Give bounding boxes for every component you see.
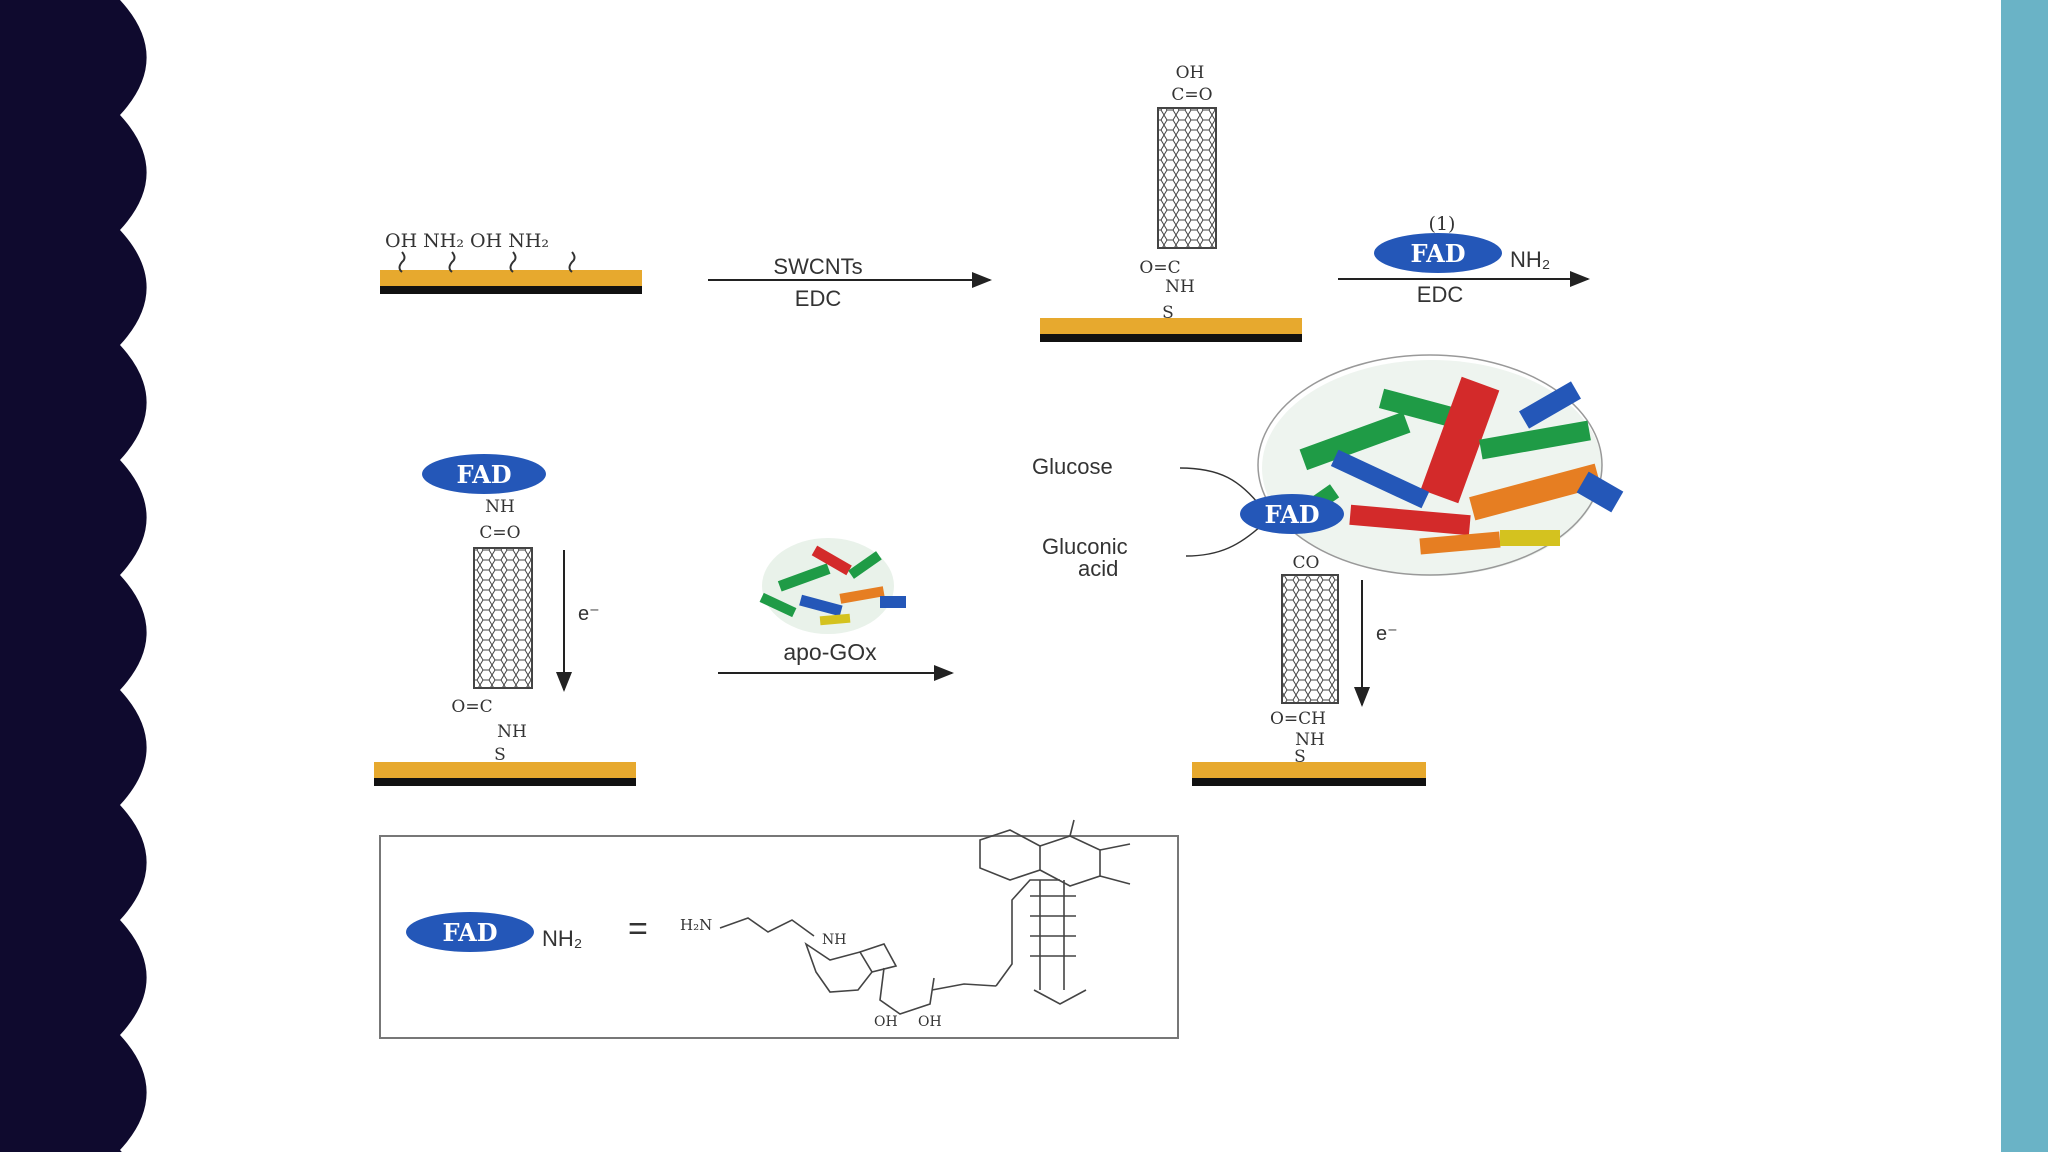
cnt-bottom-och: O=CH: [1270, 709, 1326, 729]
cnt-bottom-nh: NH: [1295, 730, 1325, 750]
right-accent-fill: [2001, 0, 2048, 1152]
protein-gox-icon: [759, 538, 906, 634]
cnt-top-oh: OH: [1176, 63, 1205, 83]
linker-squiggles: [398, 251, 576, 273]
cnt-bottom-s: S: [1162, 303, 1174, 323]
electrode-base: [1040, 334, 1302, 342]
fad-label: FAD: [1264, 500, 1319, 529]
swcnt-tube-icon: [1281, 574, 1339, 704]
protein-gox-icon: [1257, 354, 1624, 576]
wave-shape: [0, 0, 147, 1152]
gluconic-pointer: [1185, 524, 1263, 557]
apo-gox-label: apo-GOx: [783, 639, 877, 665]
cnt-bottom-s: S: [494, 745, 506, 765]
cnt-top-co: CO: [1293, 553, 1320, 573]
step3-arrow: apo-GOx: [718, 538, 954, 681]
cnt-top-co: C=O: [479, 523, 520, 543]
fad-badge-icon: [406, 912, 534, 952]
reagent-number: (1): [1429, 213, 1456, 235]
fad-label: FAD: [442, 918, 497, 947]
sugar-oh-2: OH: [918, 1014, 942, 1030]
nh2-label: NH₂: [1510, 247, 1550, 272]
fad-nh2-legend: FAD NH₂ = H₂N NH OH OH: [379, 819, 1179, 1039]
sugar-oh-1: OH: [874, 1014, 898, 1030]
cnt-top-co: C=O: [1171, 85, 1212, 105]
surface-groups: OH NH₂ OH NH₂: [385, 230, 549, 252]
fad-badge-icon: [422, 454, 546, 494]
electron-label: e⁻: [578, 603, 600, 625]
glucose-label: Glucose: [1032, 454, 1113, 479]
step2-construct: OH C=O O=C NH S: [1040, 63, 1302, 342]
step1-electrode: OH NH₂ OH NH₂: [380, 230, 642, 294]
electrode-gold: [380, 270, 642, 286]
cnt-bottom-nh: NH: [497, 722, 527, 742]
electrode-base: [1192, 778, 1426, 786]
fad-badge-icon: [1240, 494, 1344, 534]
step2-arrow: (1) FAD NH₂ EDC: [1338, 213, 1590, 307]
equals-sign: =: [628, 910, 648, 948]
electrode-base: [374, 778, 636, 786]
structure-nh: NH: [822, 932, 846, 948]
edc-label: EDC: [795, 286, 842, 311]
cnt-bottom-oc: O=C: [451, 697, 492, 717]
left-wave-band: [0, 0, 147, 1152]
step1-arrow: SWCNTs EDC: [708, 254, 992, 311]
cnt-bottom-s: S: [1294, 747, 1306, 767]
swcnt-tube-icon: [1157, 107, 1217, 249]
edc-label: EDC: [1417, 282, 1464, 307]
fad-badge-icon: [1374, 233, 1502, 273]
nh2-label: NH₂: [542, 926, 582, 951]
electrode-gold: [1192, 762, 1426, 778]
electron-label: e⁻: [1376, 623, 1398, 645]
electrode-gold: [1040, 318, 1302, 334]
h2n-label: H₂N: [680, 916, 712, 934]
step3-construct: FAD NH C=O e⁻ O=C NH S: [374, 454, 636, 786]
swcnts-label: SWCNTs: [773, 254, 862, 279]
gluconic-label: Gluconic: [1042, 534, 1128, 559]
glucose-pointer: [1179, 467, 1263, 509]
cnt-top-nh: NH: [485, 497, 515, 517]
fad-label: FAD: [1410, 239, 1465, 268]
cnt-bottom-nh: NH: [1165, 277, 1195, 297]
fad-structure-drawing: [719, 819, 1131, 1015]
right-accent-band: [2001, 0, 2048, 1152]
step4-construct: Glucose Gluconic acid FAD CO e⁻ O=CH NH …: [1032, 354, 1624, 786]
electrode-gold: [374, 762, 636, 778]
acid-label: acid: [1078, 556, 1118, 581]
cnt-bottom-oc: O=C: [1139, 258, 1180, 278]
fad-label: FAD: [456, 460, 511, 489]
electrode-base: [380, 286, 642, 294]
swcnt-tube-icon: [473, 547, 533, 689]
